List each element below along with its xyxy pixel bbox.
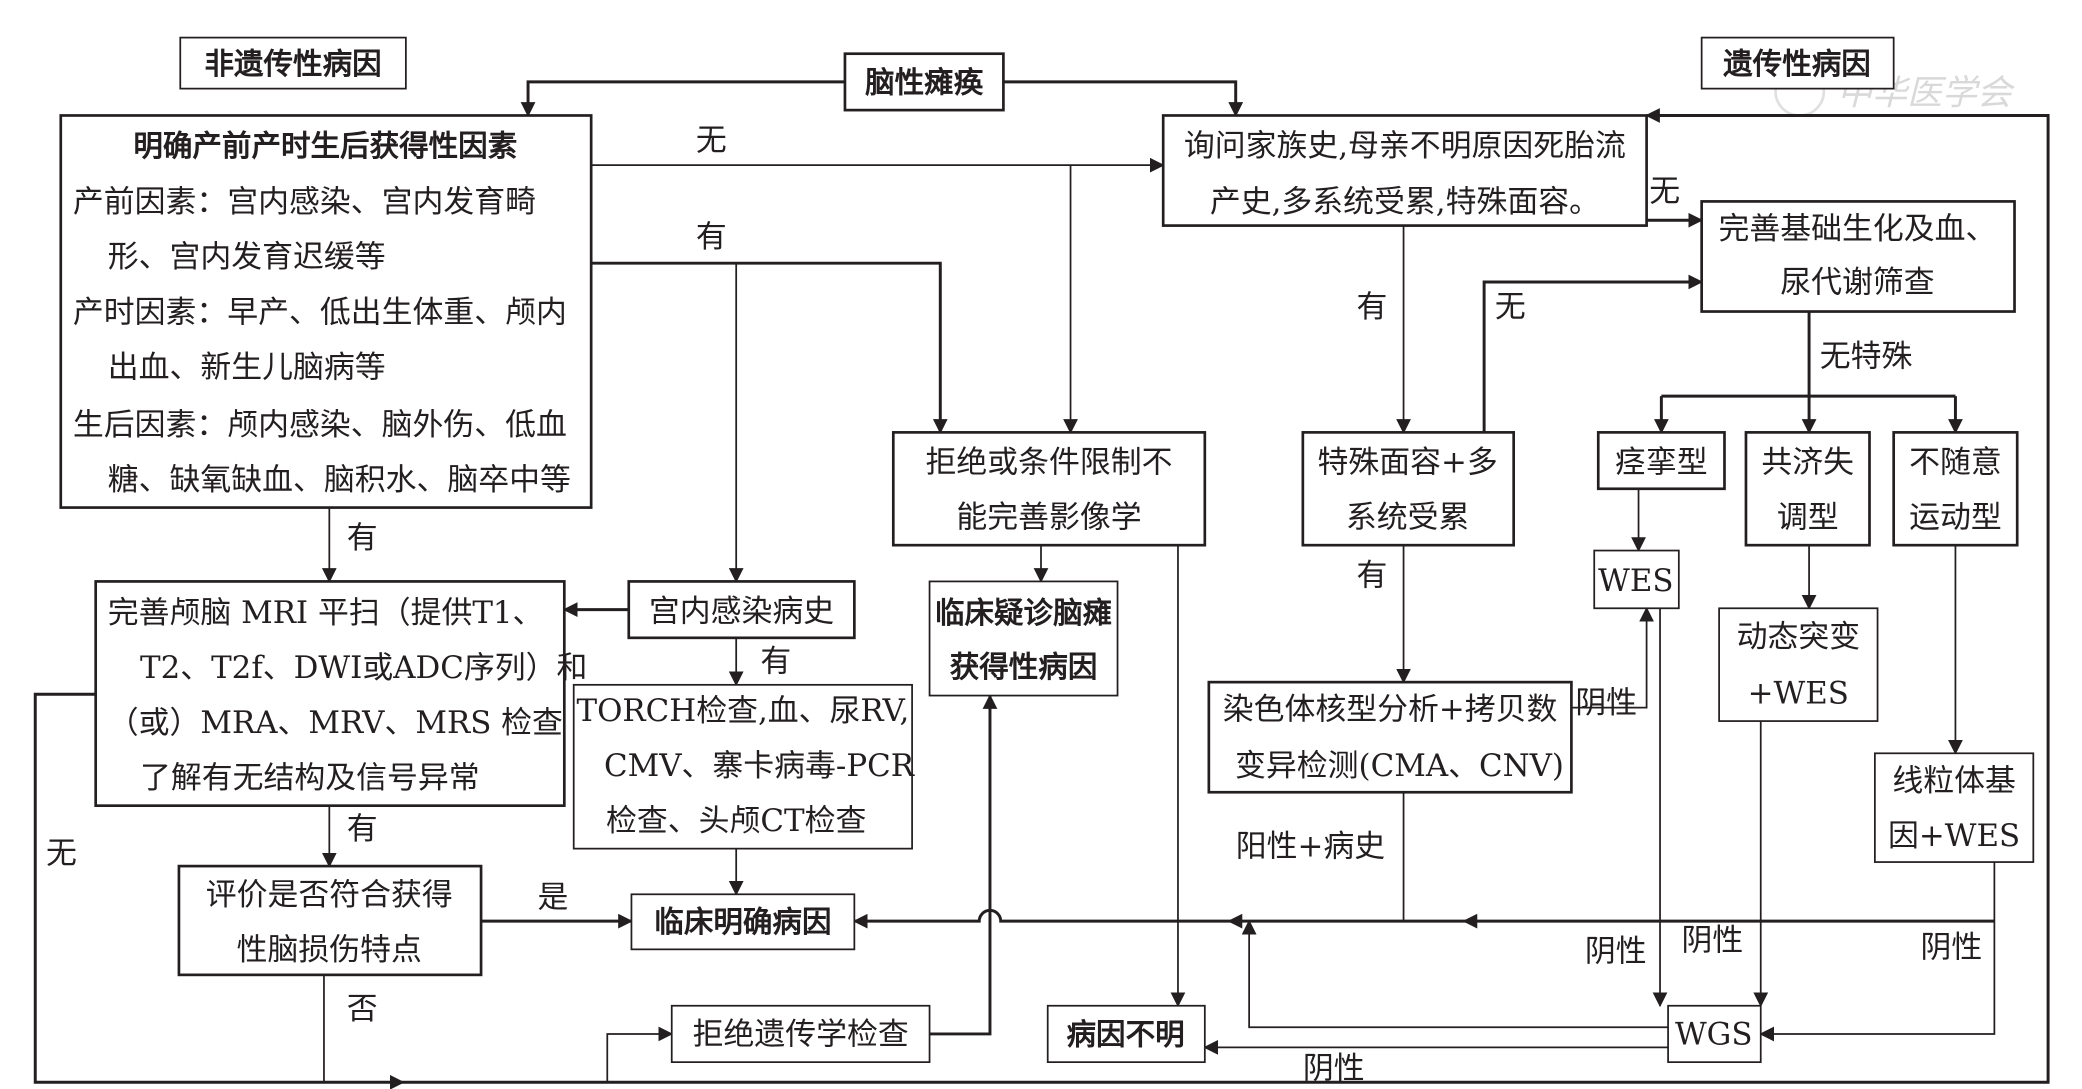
svg-text:病因不明: 病因不明: [1067, 1018, 1185, 1052]
label-yes: 有: [1357, 289, 1388, 325]
label-not: 否: [347, 991, 378, 1027]
svg-text:因+WES: 因+WES: [1888, 818, 2020, 854]
label-no: 无: [1495, 289, 1526, 325]
label-yes: 有: [347, 520, 378, 556]
box-evaluate: 评价是否符合获得 性脑损伤特点: [177, 864, 483, 977]
svg-text:产时因素：早产、低出生体重、颅内: 产时因素：早产、低出生体重、颅内: [73, 294, 567, 330]
svg-text:WES: WES: [1598, 563, 1673, 599]
svg-text:了解有无结构及信号异常: 了解有无结构及信号异常: [140, 760, 480, 796]
edge-labels: 无 有 有 有 有 无 是 否 有 无 无 无特殊 有 阴性 阳性+病史 阴性 …: [46, 122, 1982, 1086]
box-dyskinetic: 不随意 运动型: [1892, 431, 2019, 547]
svg-text:询问家族史,母亲不明原因死胎流: 询问家族史,母亲不明原因死胎流: [1184, 128, 1626, 164]
svg-text:调型: 调型: [1777, 500, 1839, 536]
svg-text:+WES: +WES: [1748, 676, 1849, 712]
box-spastic: 痉挛型: [1596, 431, 1726, 491]
svg-text:获得性病因: 获得性病因: [950, 650, 1098, 684]
label-no: 无: [46, 835, 77, 871]
box-ataxic: 共济失 调型: [1744, 431, 1871, 547]
svg-text:拒绝或条件限制不: 拒绝或条件限制不: [926, 445, 1173, 481]
svg-text:运动型: 运动型: [1909, 500, 2002, 536]
svg-text:临床明确病因: 临床明确病因: [654, 905, 831, 939]
label-no-special: 无特殊: [1820, 339, 1913, 375]
root-cerebral-palsy: 脑性瘫痪: [843, 52, 1005, 112]
svg-text:性脑损伤特点: 性脑损伤特点: [237, 932, 422, 968]
svg-text:形、宫内发育迟缓等: 形、宫内发育迟缓等: [108, 239, 386, 275]
svg-text:痉挛型: 痉挛型: [1615, 445, 1708, 481]
label-negative: 阴性: [1921, 929, 1983, 965]
svg-text:临床疑诊脑瘫: 临床疑诊脑瘫: [935, 596, 1112, 630]
label-no: 无: [696, 122, 727, 158]
svg-text:宫内感染病史: 宫内感染病史: [649, 594, 834, 630]
svg-text:拒绝遗传学检查: 拒绝遗传学检查: [693, 1017, 909, 1053]
label-yes: 有: [1357, 557, 1388, 593]
svg-text:染色体核型分析+拷贝数: 染色体核型分析+拷贝数: [1223, 692, 1558, 728]
svg-text:出血、新生儿脑病等: 出血、新生儿脑病等: [108, 349, 386, 385]
header-non-genetic: 非遗传性病因: [179, 36, 407, 90]
svg-text:动态突变: 动态突变: [1737, 619, 1861, 655]
header-genetic: 遗传性病因: [1700, 36, 1895, 90]
svg-text:完善颅脑 MRI 平扫（提供T1、: 完善颅脑 MRI 平扫（提供T1、: [108, 595, 544, 631]
svg-text:评价是否符合获得: 评价是否符合获得: [206, 877, 453, 913]
label-negative: 阴性: [1303, 1050, 1365, 1086]
svg-text:T2、T2f、DWI或ADC序列）和: T2、T2f、DWI或ADC序列）和: [140, 650, 587, 686]
svg-text:（或）MRA、MRV、MRS 检查: （或）MRA、MRV、MRS 检查: [108, 705, 563, 741]
svg-text:共济失: 共济失: [1761, 445, 1854, 481]
label-positive-history: 阳性+病史: [1236, 829, 1385, 865]
svg-text:线粒体基: 线粒体基: [1892, 763, 2016, 799]
box-wgs: WGS: [1667, 1004, 1762, 1064]
svg-text:能完善影像学: 能完善影像学: [956, 500, 1141, 536]
svg-text:生后因素：颅内感染、脑外伤、低血: 生后因素：颅内感染、脑外伤、低血: [73, 407, 567, 443]
box-chromosome-cnv: 染色体核型分析+拷贝数 变异检测(CMA、CNV): [1207, 680, 1573, 794]
box-torch: TORCH检查,血、尿RV, CMV、寨卡病毒-PCR 检查、头颅CT检查: [572, 683, 915, 850]
label-no: 无: [1649, 173, 1680, 209]
box-refuse-genetic: 拒绝遗传学检查: [670, 1004, 931, 1064]
box-confirmed-cause: 临床明确病因: [630, 893, 856, 951]
connectors: [33, 80, 2050, 1089]
label-yes: 有: [696, 219, 727, 255]
box-dynamic-mutation: 动态突变 +WES: [1718, 607, 1879, 722]
svg-text:脑性瘫痪: 脑性瘫痪: [865, 66, 984, 100]
svg-text:不随意: 不随意: [1909, 445, 2002, 481]
svg-text:产前因素：宫内感染、宫内发育畸: 产前因素：宫内感染、宫内发育畸: [73, 184, 536, 220]
svg-text:产史,多系统受累,特殊面容。: 产史,多系统受累,特殊面容。: [1210, 184, 1600, 220]
svg-text:非遗传性病因: 非遗传性病因: [204, 47, 381, 81]
svg-text:糖、缺氧缺血、脑积水、脑卒中等: 糖、缺氧缺血、脑积水、脑卒中等: [108, 462, 571, 498]
box-refuse-imaging: 拒绝或条件限制不 能完善影像学: [891, 431, 1207, 547]
label-negative: 阴性: [1585, 933, 1647, 969]
box-syndromic: 特殊面容+多 系统受累: [1301, 431, 1516, 547]
svg-text:尿代谢筛查: 尿代谢筛查: [1780, 265, 1934, 301]
svg-text:遗传性病因: 遗传性病因: [1723, 47, 1871, 81]
label-yes: 有: [347, 811, 378, 847]
box-intrauterine-infection: 宫内感染病史: [627, 580, 856, 640]
svg-text:WGS: WGS: [1675, 1017, 1753, 1053]
box-acquired-factors: 明确产前产时生后获得性因素 产前因素：宫内感染、宫内发育畸 形、宫内发育迟缓等 …: [59, 114, 593, 509]
box-mitochondrial: 线粒体基 因+WES: [1873, 752, 2035, 863]
svg-text:变异检测(CMA、CNV): 变异检测(CMA、CNV): [1235, 748, 1564, 784]
label-yes: 有: [760, 643, 791, 679]
svg-text:检查、头颅CT检查: 检查、头颅CT检查: [606, 803, 866, 839]
box-suspected-acquired: 临床疑诊脑瘫 获得性病因: [928, 580, 1119, 697]
svg-text:CMV、寨卡病毒-PCR: CMV、寨卡病毒-PCR: [604, 748, 915, 784]
svg-text:TORCH检查,血、尿RV,: TORCH检查,血、尿RV,: [577, 693, 910, 729]
svg-text:特殊面容+多: 特殊面容+多: [1317, 445, 1497, 481]
box-family-history: 询问家族史,母亲不明原因死胎流 产史,多系统受累,特殊面容。: [1161, 114, 1648, 227]
box-unknown-cause: 病因不明: [1046, 1004, 1206, 1064]
box-wes: WES: [1593, 549, 1680, 610]
label-negative: 阴性: [1682, 923, 1744, 959]
svg-text:完善基础生化及血、: 完善基础生化及血、: [1718, 211, 1996, 247]
label-negative: 阴性: [1575, 685, 1637, 721]
svg-text:系统受累: 系统受累: [1346, 500, 1470, 536]
box-metabolic-screening: 完善基础生化及血、 尿代谢筛查: [1700, 200, 2016, 313]
svg-text:明确产前产时生后获得性因素: 明确产前产时生后获得性因素: [133, 129, 517, 163]
box-mri: 完善颅脑 MRI 平扫（提供T1、 T2、T2f、DWI或ADC序列）和 （或）…: [94, 580, 587, 808]
label-is: 是: [537, 880, 568, 916]
